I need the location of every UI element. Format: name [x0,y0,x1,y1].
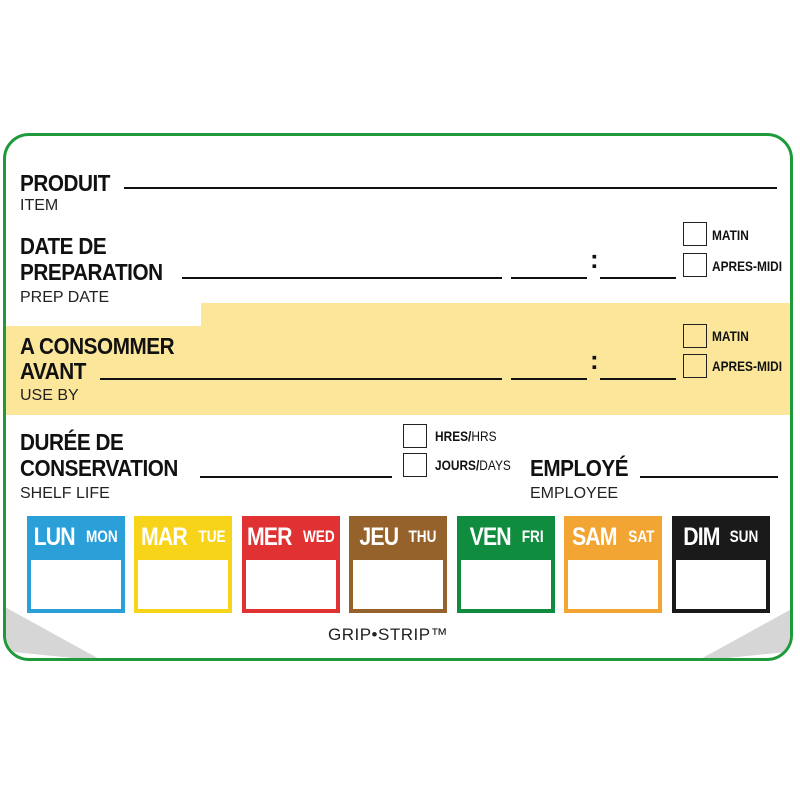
peel-corner-right-icon [702,609,790,658]
day-header: MAR TUE [134,516,232,558]
day-box-fri[interactable]: VEN FRI [457,516,555,613]
use-by-label-1: A CONSOMMER [20,333,175,359]
day-label-en: WED [303,527,336,546]
day-label-fr: DIM [682,522,720,551]
days-label-en: DAYS [479,457,511,473]
brand-logo: GRIP•STRIP™ [328,625,449,644]
use-by-pm-label: APRES-MIDI [712,358,783,374]
days-checkbox[interactable] [403,453,427,477]
hours-label-en: HRS [471,428,497,444]
use-by-sublabel: USE BY [20,387,79,404]
employee-label: EMPLOYÉ [530,455,629,481]
use-by-label-2: AVANT [20,358,86,384]
day-write-area[interactable] [461,560,551,609]
prep-date-label-2: PREPARATION [20,259,163,285]
day-label-fr: MAR [141,522,188,551]
day-label-fr: SAM [572,522,618,551]
day-write-area[interactable] [353,560,443,609]
peel-corner-left-icon [6,607,98,658]
prep-pm-label: APRES-MIDI [712,258,783,274]
prep-date-field[interactable] [182,277,502,279]
use-by-date-field[interactable] [100,378,502,380]
day-header: MER WED [242,516,340,558]
day-header: JEU THU [349,516,447,558]
prep-pm-checkbox[interactable] [683,253,707,277]
hours-label-fr: HRES/ [435,428,472,444]
prep-am-checkbox[interactable] [683,222,707,246]
item-label: PRODUIT [20,170,110,196]
employee-sublabel: EMPLOYEE [530,485,619,502]
day-write-area[interactable] [138,560,228,609]
day-label-en: THU [408,527,437,546]
hours-label: HRES/HRS [435,428,497,444]
day-label-en: FRI [521,527,544,546]
prep-hour-field[interactable] [511,277,587,279]
day-header: DIM SUN [672,516,770,558]
item-sublabel: ITEM [20,197,59,214]
use-by-pm-checkbox[interactable] [683,354,707,378]
use-by-time-colon: : [590,345,599,375]
days-label: JOURS/DAYS [435,457,511,473]
day-box-sun[interactable]: DIM SUN [672,516,770,613]
day-box-thu[interactable]: JEU THU [349,516,447,613]
day-label-fr: VEN [469,522,512,551]
day-label-en: SAT [628,527,655,546]
employee-field[interactable] [640,476,778,478]
day-write-area[interactable] [31,560,121,609]
shelf-life-label-1: DURÉE DE [20,429,124,455]
use-by-highlight-band [6,326,790,415]
use-by-am-label: MATIN [712,328,749,344]
use-by-hour-field[interactable] [511,378,587,380]
item-field[interactable] [124,187,777,189]
use-by-am-checkbox[interactable] [683,324,707,348]
shelf-life-field[interactable] [200,476,392,478]
day-label-en: MON [86,527,119,546]
day-header: LUN MON [27,516,125,558]
hours-checkbox[interactable] [403,424,427,448]
day-header: VEN FRI [457,516,555,558]
day-label-fr: JEU [359,522,399,551]
day-label-en: TUE [198,527,226,546]
day-label-en: SUN [730,527,759,546]
day-write-area[interactable] [676,560,766,609]
day-label-fr: LUN [33,522,76,551]
prep-date-sublabel: PREP DATE [20,289,110,306]
day-header: SAM SAT [564,516,662,558]
day-box-wed[interactable]: MER WED [242,516,340,613]
prep-minute-field[interactable] [600,277,676,279]
days-label-fr: JOURS/ [435,457,480,473]
day-box-sat[interactable]: SAM SAT [564,516,662,613]
shelf-life-sublabel: SHELF LIFE [20,485,110,502]
day-box-tue[interactable]: MAR TUE [134,516,232,613]
prep-time-colon: : [590,244,599,274]
day-write-area[interactable] [568,560,658,609]
prep-am-label: MATIN [712,227,749,243]
prep-date-label-1: DATE DE [20,233,107,259]
day-box-mon[interactable]: LUN MON [27,516,125,613]
day-label-fr: MER [246,522,293,551]
shelf-life-label-2: CONSERVATION [20,455,178,481]
day-write-area[interactable] [246,560,336,609]
use-by-minute-field[interactable] [600,378,676,380]
